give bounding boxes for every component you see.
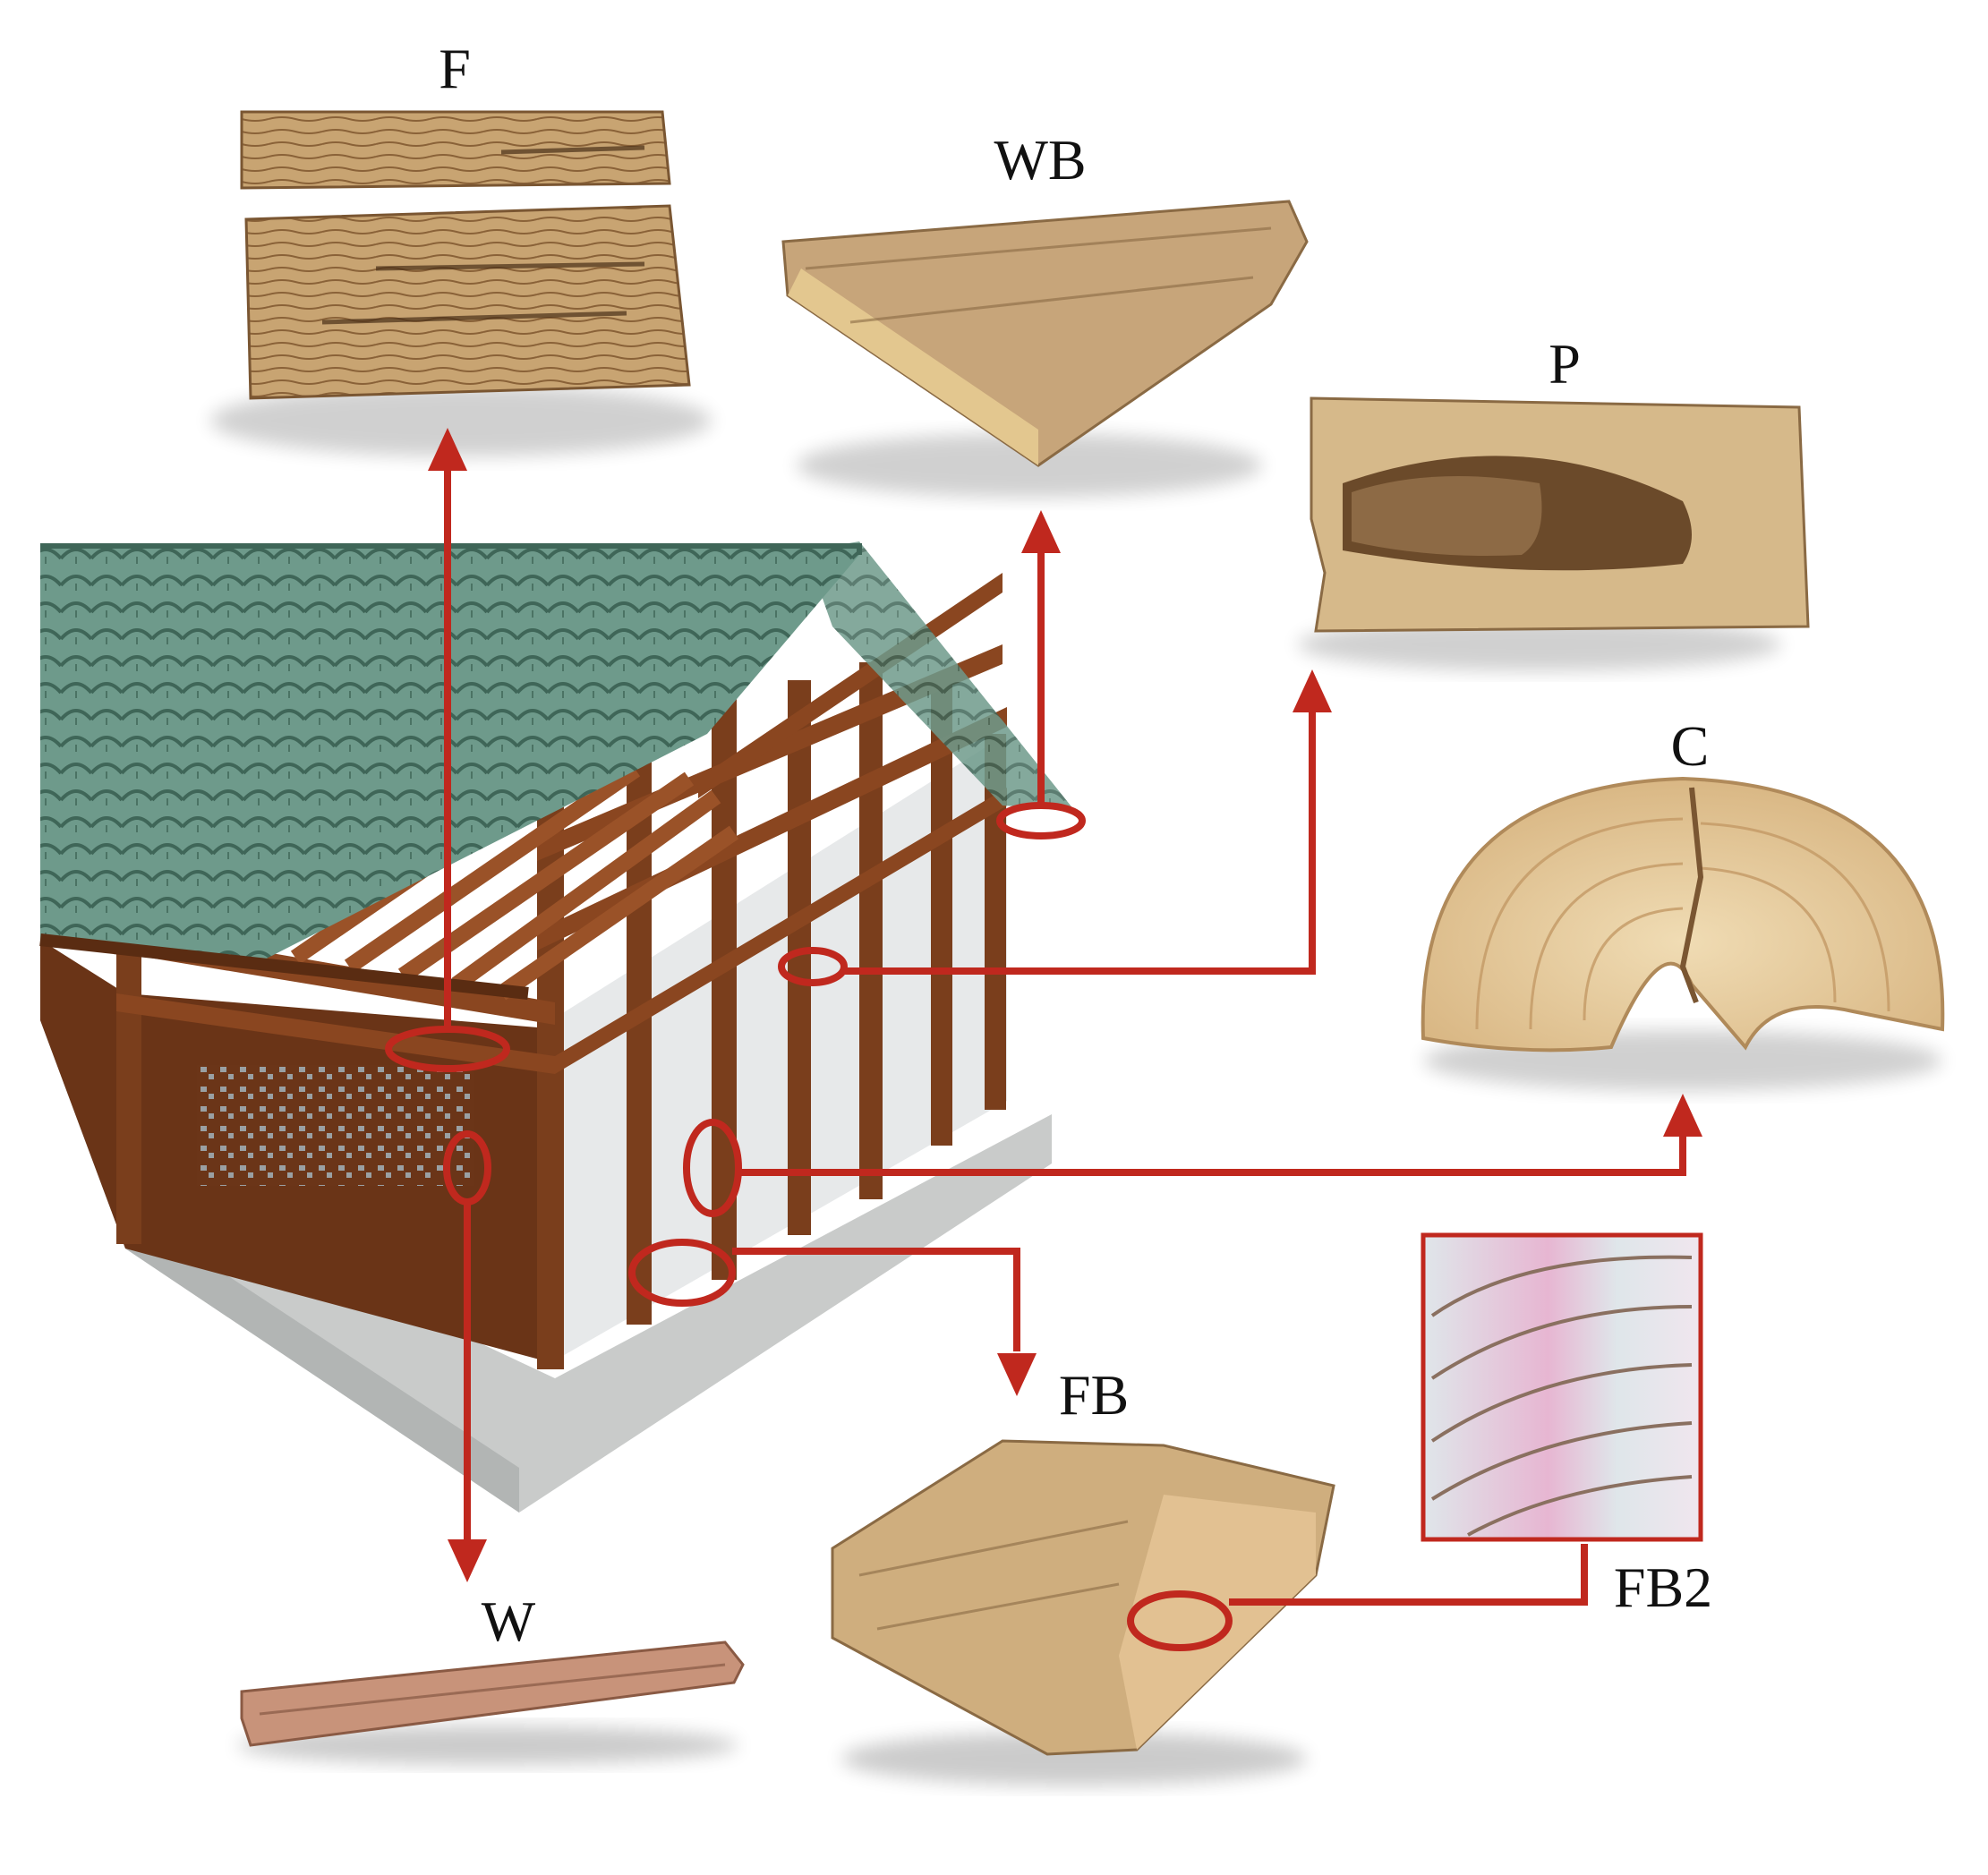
arrow-up-p bbox=[1293, 669, 1332, 712]
leader-lines bbox=[385, 465, 1686, 1651]
label-p: P bbox=[1549, 332, 1581, 396]
arrow-up-wb bbox=[1021, 510, 1061, 553]
arrow-down-fb bbox=[997, 1353, 1037, 1396]
sample-wooden-beam bbox=[781, 200, 1309, 498]
arrow-up-c bbox=[1663, 1094, 1702, 1137]
sample-column-section bbox=[1421, 776, 1945, 1091]
tiled-roof-right bbox=[806, 541, 1074, 810]
label-fb: FB bbox=[1059, 1363, 1129, 1427]
arrow-up-f bbox=[428, 428, 467, 471]
building-illustration bbox=[39, 541, 1074, 1513]
fb2-magnified-inset bbox=[1421, 1232, 1703, 1542]
arrow-down-w bbox=[448, 1539, 487, 1582]
label-wb: WB bbox=[994, 128, 1086, 192]
sample-floor-plank bbox=[210, 110, 712, 456]
label-f: F bbox=[439, 37, 471, 100]
marker-c bbox=[683, 1119, 742, 1217]
label-fb2: FB2 bbox=[1614, 1555, 1712, 1619]
marker-wb bbox=[996, 802, 1086, 839]
marker-p bbox=[778, 947, 848, 986]
marker-fb2 bbox=[1127, 1590, 1233, 1651]
sample-wall-board bbox=[237, 1641, 745, 1765]
arrow-heads bbox=[428, 428, 1702, 1582]
timber-frame-front bbox=[537, 734, 1007, 1360]
sample-floor-beam bbox=[831, 1439, 1335, 1786]
label-w: W bbox=[482, 1589, 536, 1653]
lattice-window bbox=[197, 1065, 474, 1186]
sample-labels: F WB P C FB FB2 W bbox=[439, 37, 1712, 1653]
marker-fb bbox=[628, 1239, 736, 1307]
label-c: C bbox=[1671, 714, 1710, 778]
sample-purlin bbox=[1298, 396, 1810, 671]
